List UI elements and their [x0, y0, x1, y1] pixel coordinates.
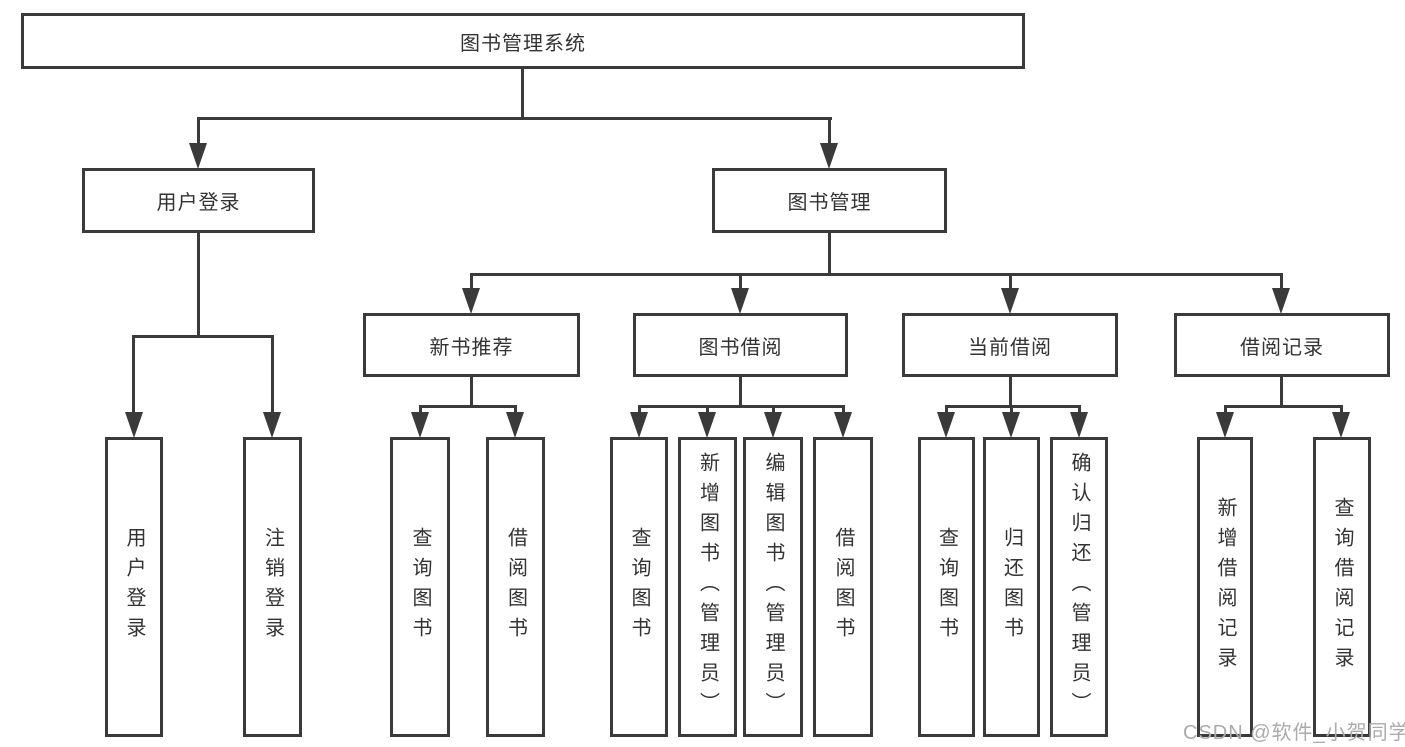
- connector-drop-leaf-9: [945, 405, 948, 414]
- connector-drop-book-borrow: [739, 273, 742, 293]
- leaf-label: 注销登录: [261, 527, 284, 647]
- connector-drop-leaf-4: [514, 405, 517, 414]
- leaf-label: 确认归还（管理员）: [1068, 452, 1090, 722]
- arrowhead-book-borrow: [731, 288, 749, 314]
- connector-drop-new-books: [470, 273, 473, 293]
- connector-drop-leaf-11: [1078, 405, 1081, 414]
- leaf-query-books-borrowing: 查询图书: [610, 437, 668, 737]
- arrowhead-leaf-6: [698, 412, 716, 438]
- connector-drop-leaf-12: [1224, 405, 1227, 414]
- arrowhead-borrow-records: [1272, 288, 1290, 314]
- leaf-query-books-current: 查询图书: [918, 437, 975, 737]
- arrowhead-leaf-login: [125, 412, 143, 438]
- connector-drop-leaf-8: [842, 405, 845, 414]
- arrowhead-leaf-11: [1070, 412, 1088, 438]
- arrowhead-leaf-logout: [263, 412, 281, 438]
- leaf-label: 查询图书: [409, 527, 431, 647]
- connector-drop-leaf-6: [706, 405, 709, 414]
- connector-book-mgmt-stem: [828, 233, 831, 276]
- node-book-management: 图书管理: [712, 168, 947, 233]
- leaf-confirm-return-admin: 确认归还（管理员）: [1050, 437, 1108, 737]
- arrowhead-current-borrow: [1001, 288, 1019, 314]
- node-label: 图书管理: [787, 192, 872, 214]
- node-user-login: 用户登录: [82, 168, 315, 233]
- connector-borrow-records-stem: [1280, 377, 1283, 408]
- node-label: 借阅记录: [1240, 336, 1324, 359]
- connector-drop-leaf-13: [1340, 405, 1343, 414]
- arrowhead-leaf-10: [1002, 412, 1020, 438]
- leaf-user-login: 用户登录: [105, 437, 163, 737]
- leaf-logout: 注销登录: [243, 437, 302, 737]
- leaf-label: 查询图书: [935, 527, 958, 647]
- arrowhead-book-mgmt: [820, 143, 838, 169]
- node-label: 图书借阅: [698, 336, 783, 359]
- csdn-watermark: CSDN @软件_小贺同学: [1183, 722, 1405, 744]
- leaf-add-borrow-record: 新增借阅记录: [1197, 437, 1253, 737]
- node-root-library-system: 图书管理系统: [21, 13, 1025, 69]
- arrowhead-leaf-13: [1332, 412, 1350, 438]
- leaf-label: 借阅图书: [504, 527, 527, 647]
- node-borrowing-records: 借阅记录: [1174, 313, 1390, 377]
- connector-book-borrow-stem: [739, 377, 742, 408]
- arrowhead-leaf-3: [411, 412, 429, 438]
- connector-borrow-records-bus: [1224, 405, 1343, 408]
- leaf-borrow-books-recommend: 借阅图书: [486, 437, 545, 737]
- leaf-label: 用户登录: [123, 527, 145, 647]
- connector-drop-leaf-logout: [271, 335, 274, 415]
- arrowhead-leaf-7: [764, 412, 782, 438]
- node-label: 图书管理系统: [460, 32, 586, 55]
- leaf-query-borrow-record: 查询借阅记录: [1313, 437, 1371, 737]
- leaf-borrow-books: 借阅图书: [813, 437, 873, 737]
- leaf-label: 编辑图书（管理员）: [762, 452, 784, 722]
- connector-drop-borrow-records: [1280, 273, 1283, 293]
- connector-drop-leaf-5: [638, 405, 641, 414]
- connector-drop-leaf-login: [132, 335, 135, 415]
- connector-book-borrow-bus: [638, 405, 844, 408]
- leaf-label: 查询借阅记录: [1331, 497, 1353, 677]
- connector-drop-current-borrow: [1009, 273, 1012, 293]
- connector-drop-leaf-10: [1010, 405, 1013, 414]
- connector-root-stem: [521, 69, 524, 118]
- connector-drop-leaf-3: [419, 405, 422, 414]
- leaf-label: 归还图书: [1000, 527, 1023, 647]
- arrowhead-leaf-5: [630, 412, 648, 438]
- node-label: 当前借阅: [968, 336, 1052, 359]
- arrowhead-new-books: [462, 288, 480, 314]
- arrowhead-user-login: [189, 143, 207, 169]
- node-label: 新书推荐: [429, 336, 514, 359]
- connector-user-login-bus: [132, 335, 274, 338]
- arrowhead-leaf-8: [834, 412, 852, 438]
- node-new-book-recommend: 新书推荐: [363, 313, 580, 377]
- connector-new-books-bus: [419, 405, 517, 408]
- leaf-add-books-admin: 新增图书（管理员）: [678, 437, 737, 737]
- leaf-query-books-recommend: 查询图书: [390, 437, 450, 737]
- connector-level1-bus: [197, 117, 832, 120]
- leaf-label: 新增借阅记录: [1214, 497, 1236, 677]
- leaf-label: 借阅图书: [832, 527, 854, 647]
- node-book-borrowing: 图书借阅: [633, 313, 848, 377]
- leaf-edit-books-admin: 编辑图书（管理员）: [743, 437, 803, 737]
- connector-drop-user-login: [197, 117, 200, 147]
- node-label: 用户登录: [156, 192, 241, 214]
- arrowhead-leaf-4: [506, 412, 524, 438]
- connector-current-borrow-stem: [1009, 377, 1012, 408]
- leaf-label: 查询图书: [628, 527, 650, 647]
- connector-level2-bus: [470, 273, 1282, 276]
- node-current-borrowing: 当前借阅: [902, 313, 1118, 377]
- arrowhead-leaf-12: [1216, 412, 1234, 438]
- leaf-return-books: 归还图书: [983, 437, 1040, 737]
- connector-user-login-stem: [197, 233, 200, 338]
- connector-new-books-stem: [470, 377, 473, 408]
- leaf-label: 新增图书（管理员）: [696, 452, 719, 722]
- connector-drop-leaf-7: [772, 405, 775, 414]
- connector-drop-book-mgmt: [828, 117, 831, 147]
- arrowhead-leaf-9: [937, 412, 955, 438]
